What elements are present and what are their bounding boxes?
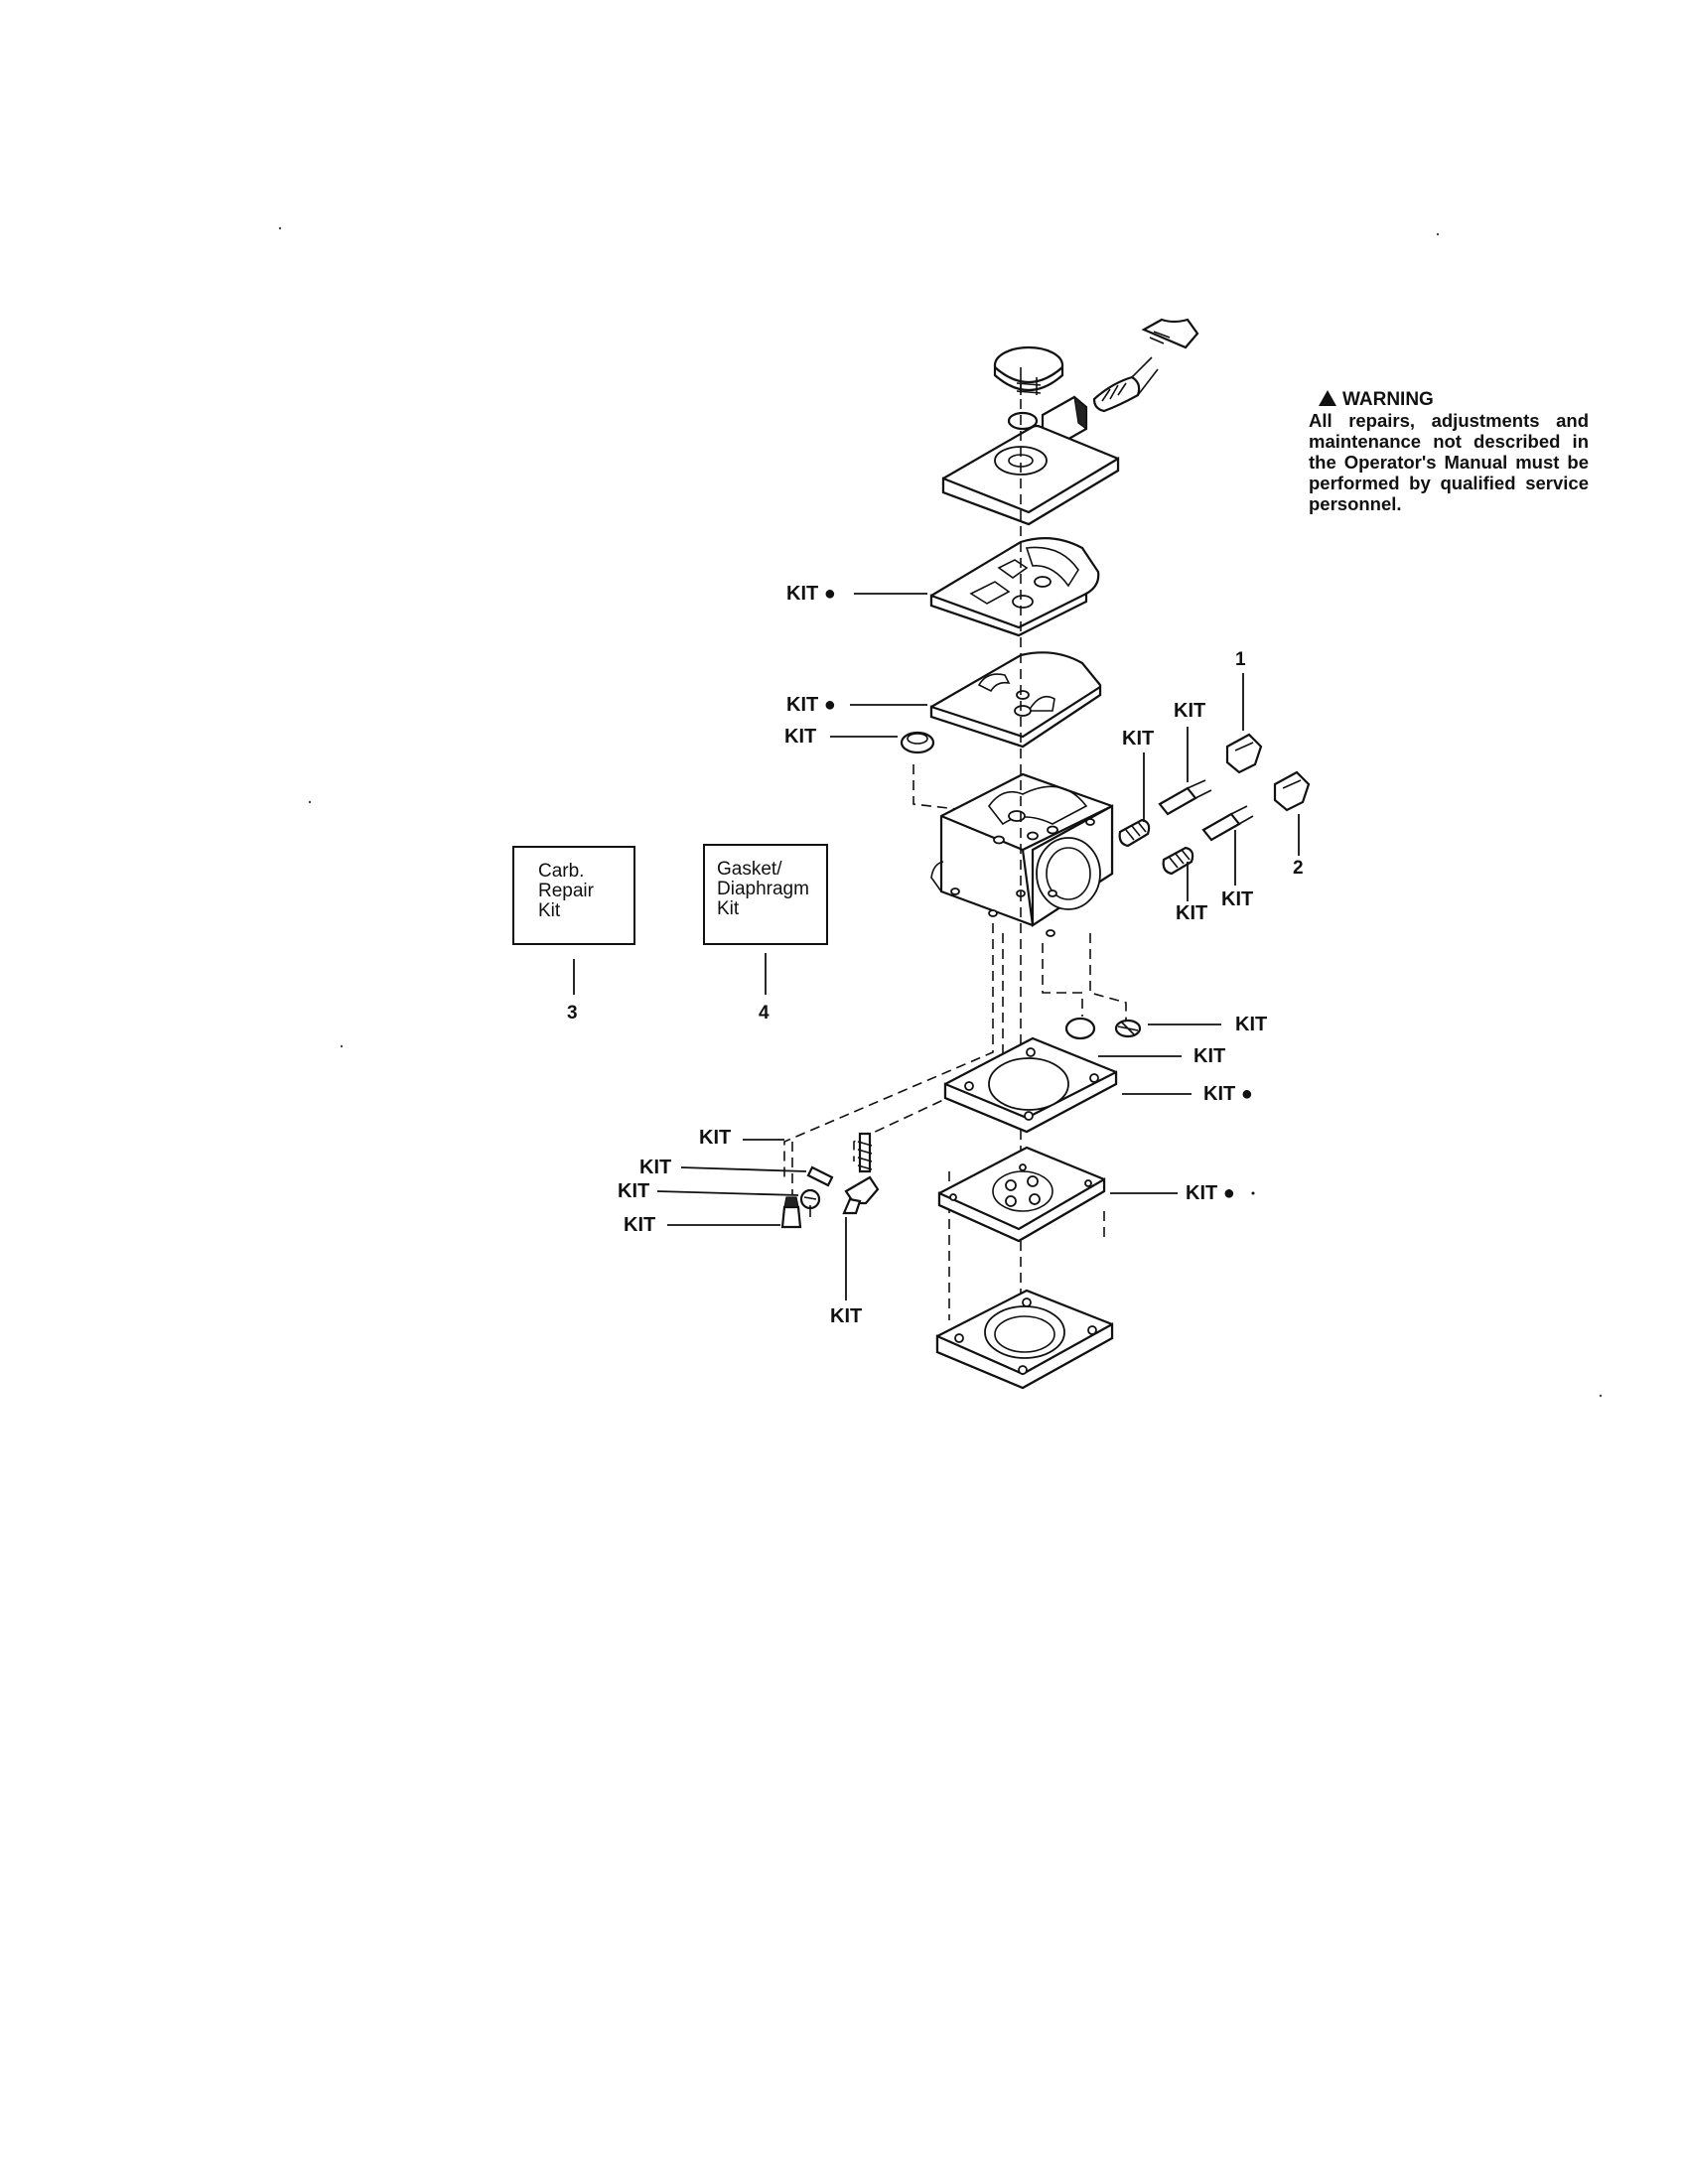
gasket-diaphragm-kit-box: Gasket/ Diaphragm Kit — [703, 844, 828, 945]
callout-kit: KIT — [618, 1180, 649, 1202]
warning-title-text: WARNING — [1342, 389, 1434, 410]
limiter-cap-1 — [1225, 733, 1263, 774]
pump-cover — [935, 1289, 1114, 1390]
box3-number: 3 — [567, 1003, 578, 1024]
callout-kit: KIT — [1176, 902, 1207, 924]
scan-dot — [278, 226, 282, 230]
warning-text: All repairs, adjustments and maintenance… — [1309, 410, 1589, 514]
metering-gasket — [929, 651, 1102, 749]
axis-line-right-2 — [1089, 933, 1127, 1023]
callout-kit-dot: KIT ● — [786, 694, 836, 716]
box-label-line: Gasket/ — [717, 859, 782, 880]
callout-kit: KIT — [639, 1157, 671, 1178]
axis-line-right-1 — [1042, 943, 1083, 1017]
pump-gasket — [943, 1036, 1118, 1134]
metering-diaphragm — [929, 537, 1100, 637]
carb-repair-kit-box: Carb. Repair Kit — [512, 846, 635, 945]
box-label-line: Kit — [717, 898, 740, 919]
inlet-control-lever — [842, 1175, 880, 1215]
metering-cover — [941, 424, 1120, 526]
carburetor-body — [930, 772, 1114, 937]
lever-screw — [799, 1188, 821, 1217]
adjustment-screw — [1092, 318, 1199, 413]
callout-kit: KIT — [624, 1214, 655, 1236]
check-valve — [900, 731, 935, 754]
box-label-line: Diaphragm — [717, 879, 809, 899]
callout-kit: KIT — [1122, 728, 1154, 750]
scan-dot — [1599, 1394, 1603, 1398]
scan-dot — [1251, 1191, 1255, 1195]
low-speed-needle — [1162, 805, 1254, 876]
box-label-line: Carb. — [538, 861, 585, 882]
callout-kit-dot: KIT ● — [1203, 1083, 1253, 1105]
callout-kit-dot: KIT ● — [1186, 1182, 1235, 1204]
box-label-line: Repair — [538, 881, 594, 901]
axis-line-left-2 — [853, 933, 1004, 1161]
o-ring — [1064, 1017, 1096, 1040]
callout-kit: KIT — [699, 1127, 731, 1149]
callout-kit: KIT — [1235, 1014, 1267, 1035]
limiter-cap-2 — [1273, 770, 1311, 812]
warning-title: WARNING — [1309, 389, 1589, 410]
axis-line-left-1 — [783, 923, 994, 1181]
scan-dot — [1436, 232, 1440, 236]
inlet-needle — [780, 1196, 802, 1229]
callout-kit-dot: KIT ● — [786, 583, 836, 605]
callout-leader — [680, 1166, 807, 1172]
high-speed-needle — [1118, 779, 1212, 848]
filter-screen — [1114, 1019, 1142, 1038]
pump-diaphragm — [937, 1146, 1106, 1243]
box4-number: 4 — [759, 1003, 770, 1024]
top-screw — [993, 345, 1064, 395]
warning-triangle-icon — [1319, 390, 1336, 406]
scan-dot — [308, 800, 312, 804]
box-label-line: Kit — [538, 900, 561, 921]
inlet-lever-pin — [806, 1165, 834, 1187]
warning-notice: WARNING All repairs, adjustments and mai… — [1309, 389, 1589, 514]
callout-kit: KIT — [830, 1305, 862, 1327]
washer — [1007, 411, 1039, 431]
callout-number-1: 1 — [1235, 649, 1246, 670]
callout-kit: KIT — [1193, 1045, 1225, 1067]
callout-leader — [656, 1190, 799, 1196]
scan-dot — [340, 1044, 344, 1048]
callout-kit: KIT — [1221, 888, 1253, 910]
callout-kit: KIT — [1174, 700, 1205, 722]
callout-number-2: 2 — [1293, 858, 1304, 879]
inlet-lever-spring — [857, 1132, 873, 1173]
callout-kit: KIT — [784, 726, 816, 748]
